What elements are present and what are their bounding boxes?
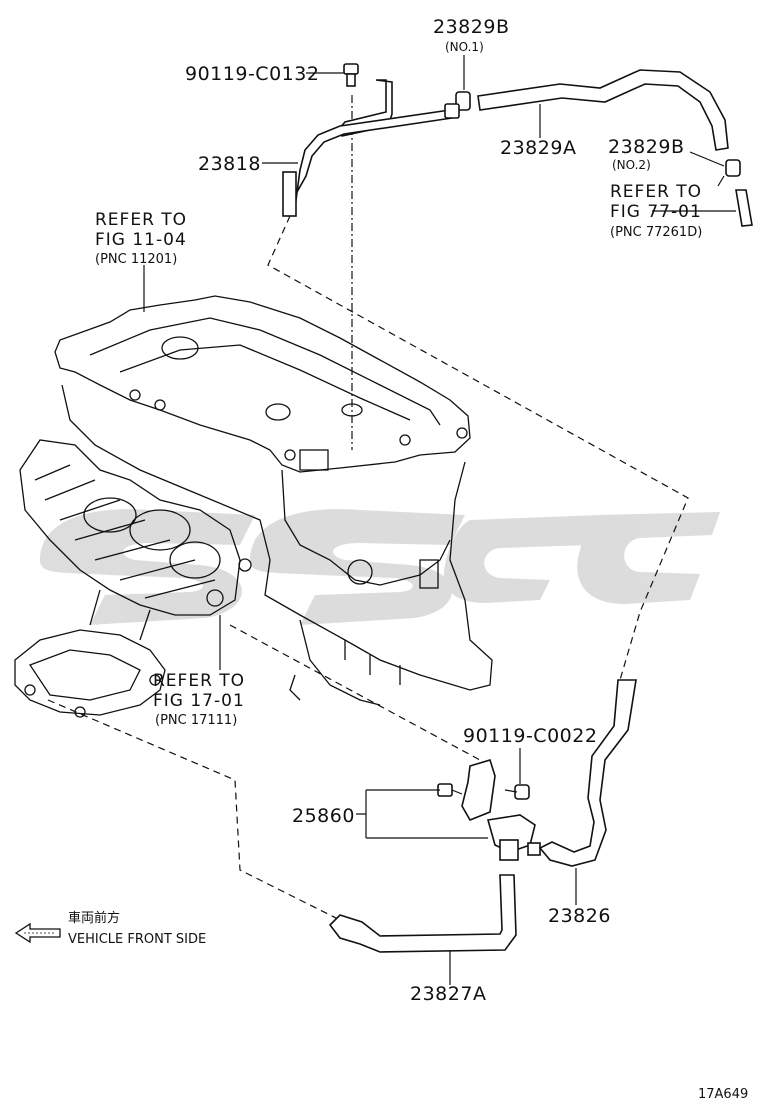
label-hose-23829a: 23829A [500,137,576,159]
label-pipe-23818: 23818 [198,153,261,175]
figure-id: 17A649 [698,1087,748,1102]
bolt-90119-c0022[interactable] [504,784,530,800]
hose-23827a[interactable] [328,874,517,953]
leader-lines [143,55,736,985]
label-hose-23827a: 23827A [410,983,486,1005]
bolt-90119-c0132[interactable] [343,63,359,87]
hose-23829a[interactable] [477,69,729,151]
clamp-23829b-no1[interactable] [444,91,471,119]
label-refer-17-line1: REFER TO [153,671,245,691]
label-clamp-no1: 23829B [433,16,509,38]
hose-23826[interactable] [538,679,637,867]
label-refer-11-line1: REFER TO [95,210,187,230]
label-bolt-90119-c0022: 90119-C0022 [463,725,597,747]
label-front-jp: 車両前方 [68,910,120,926]
vehicle-front-indicator: 車両前方 VEHICLE FRONT SIDE [14,910,206,947]
label-clamp-no2-note: (NO.2) [612,158,651,172]
label-refer-77-line2: FIG 77-01 [610,202,702,222]
label-hose-23826: 23826 [548,905,611,927]
label-refer-11-line2: FIG 11-04 [95,230,187,250]
label-refer-17-pnc: (PNC 17111) [155,713,237,728]
vsv-25860[interactable] [437,759,541,861]
label-clamp-no1-note: (NO.1) [445,40,484,54]
label-front-en: VEHICLE FRONT SIDE [68,932,206,947]
label-bolt-90119-c0132: 90119-C0132 [185,63,319,85]
label-refer-17-line2: FIG 17-01 [153,691,245,711]
routing-lines [47,95,689,921]
label-refer-11-pnc: (PNC 11201) [95,252,177,267]
pipe-23818[interactable] [282,79,453,217]
label-clamp-no2: 23829B [608,136,684,158]
label-vsv-25860: 25860 [292,805,355,827]
label-refer-77-pnc: (PNC 77261D) [610,225,702,240]
hose-stub-77-01 [735,189,753,227]
engine-assembly [14,295,493,718]
label-refer-77-line1: REFER TO [610,182,702,202]
clamp-23829b-no2[interactable] [717,159,741,187]
watermark [40,509,720,625]
